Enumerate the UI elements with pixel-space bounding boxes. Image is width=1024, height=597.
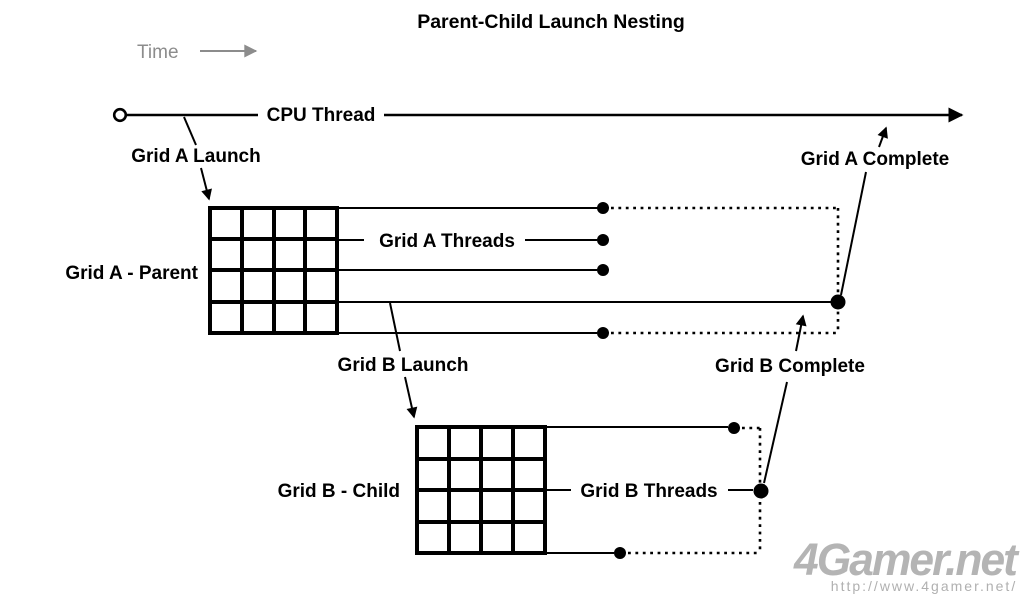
grid-b-launch-label: Grid B Launch <box>338 355 469 376</box>
cpu-thread-start-circle <box>112 107 128 123</box>
grid-a-thread-end-dot-3 <box>597 264 609 276</box>
grid-a-thread-end-dot-5 <box>597 327 609 339</box>
grid-a-block <box>208 206 339 335</box>
grid-a-launch-leader <box>183 116 197 146</box>
grid-a-threads-label: Grid A Threads <box>379 231 515 252</box>
cpu-thread-label: CPU Thread <box>267 105 376 126</box>
grid-a-complete-arrow <box>877 126 888 148</box>
grid-a-thread-end-dot-2 <box>597 234 609 246</box>
grid-a-launch-label: Grid A Launch <box>131 146 260 167</box>
grid-b-block <box>415 425 547 555</box>
grid-a-complete-label: Grid A Complete <box>801 149 950 170</box>
time-label: Time <box>137 42 179 63</box>
grid-a-launch-arrow <box>200 167 212 201</box>
grid-b-launch-leader <box>389 302 401 352</box>
grid-b-thread-end-dot-1 <box>728 422 740 434</box>
grid-a-complete-leader <box>840 171 867 296</box>
grid-a-name-label: Grid A - Parent <box>65 263 198 284</box>
grid-b-thread-end-dot-3 <box>614 547 626 559</box>
grid-b-threads-label: Grid B Threads <box>580 481 717 502</box>
grid-a-join-dot <box>830 294 846 310</box>
grid-b-complete-arrow <box>795 314 807 352</box>
watermark-url: http://www.4gamer.net/ <box>831 578 1017 594</box>
grid-a-thread-end-dot-1 <box>597 202 609 214</box>
diagram-title: Parent-Child Launch Nesting <box>417 11 685 33</box>
watermark-logo: 4Gamer.net <box>793 534 1020 585</box>
grid-b-complete-leader <box>763 381 788 484</box>
grid-b-name-label: Grid B - Child <box>278 481 400 502</box>
grid-b-complete-label: Grid B Complete <box>715 356 865 377</box>
grid-b-launch-arrow <box>404 376 418 419</box>
grid-b-join-dot <box>753 483 769 499</box>
